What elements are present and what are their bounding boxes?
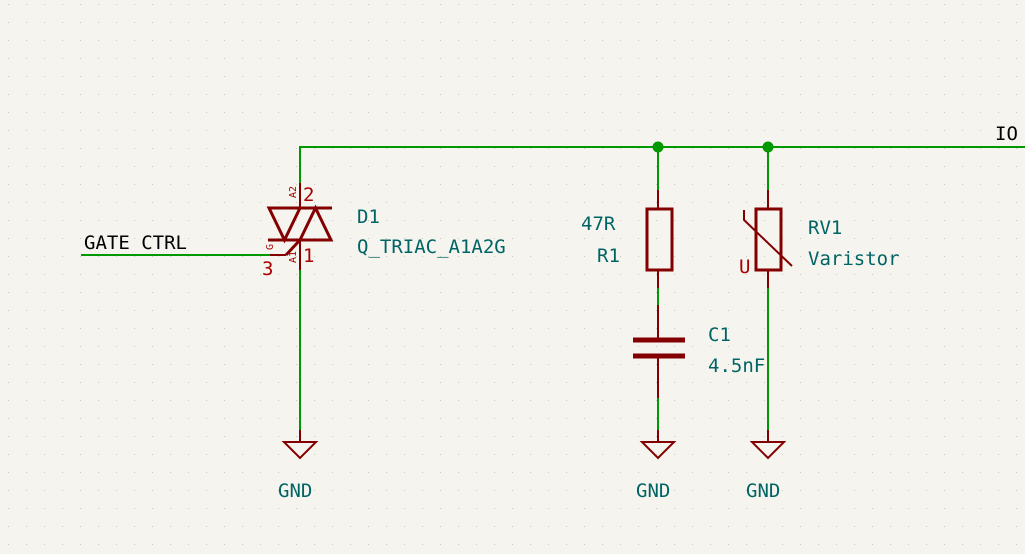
rv1-u-glyph: U xyxy=(739,256,750,278)
d1-pin-num-a2: 2 xyxy=(303,184,314,206)
wires xyxy=(81,146,1025,441)
gnd-symbol-2[interactable]: GND xyxy=(636,430,677,502)
rv1-diagonal-line xyxy=(743,210,793,267)
c1-reference: C1 xyxy=(708,324,731,346)
gnd1-label: GND xyxy=(278,480,312,502)
gnd-symbol-1[interactable]: GND xyxy=(278,430,319,502)
d1-gate-lead xyxy=(284,238,302,257)
triac-d1[interactable]: 2 1 3 A2 A1 G D1 Q_TRIAC_A1A2G xyxy=(262,183,506,280)
junction-r1 xyxy=(652,141,664,153)
gnd3-triangle xyxy=(749,441,787,460)
d1-pin-num-a1: 1 xyxy=(303,245,314,267)
junction-rv1 xyxy=(762,141,774,153)
d1-value: Q_TRIAC_A1A2G xyxy=(357,236,506,258)
r1-value: 47R xyxy=(581,213,616,235)
gnd-symbol-3[interactable]: GND xyxy=(746,430,787,502)
gnd2-label: GND xyxy=(636,480,670,502)
d1-pin-name-g: G xyxy=(265,244,276,250)
gnd3-label: GND xyxy=(746,480,780,502)
d1-pin-name-a1: A1 xyxy=(288,251,299,263)
rv1-reference: RV1 xyxy=(808,217,842,239)
varistor-rv1[interactable]: U RV1 Varistor xyxy=(739,190,900,288)
r1-body xyxy=(645,207,674,272)
net-label-io[interactable]: IO xyxy=(995,123,1018,145)
d1-triangle-down xyxy=(266,206,303,244)
d1-triangle-up xyxy=(297,204,334,242)
rv1-body xyxy=(754,207,783,272)
r1-reference: R1 xyxy=(597,245,620,267)
grid-dots xyxy=(8,4,1017,545)
rv1-value: Varistor xyxy=(808,248,900,270)
net-label-gate[interactable]: GATE CTRL xyxy=(84,232,187,254)
capacitor-c1[interactable]: C1 4.5nF xyxy=(633,305,765,398)
d1-pin-name-a2: A2 xyxy=(288,186,299,198)
c1-value: 4.5nF xyxy=(708,355,765,377)
d1-pin-num-g: 3 xyxy=(262,258,273,280)
d1-reference: D1 xyxy=(357,206,380,228)
resistor-r1[interactable]: 47R R1 xyxy=(581,190,674,288)
gnd2-triangle xyxy=(639,441,677,460)
gnd1-triangle xyxy=(281,441,319,460)
